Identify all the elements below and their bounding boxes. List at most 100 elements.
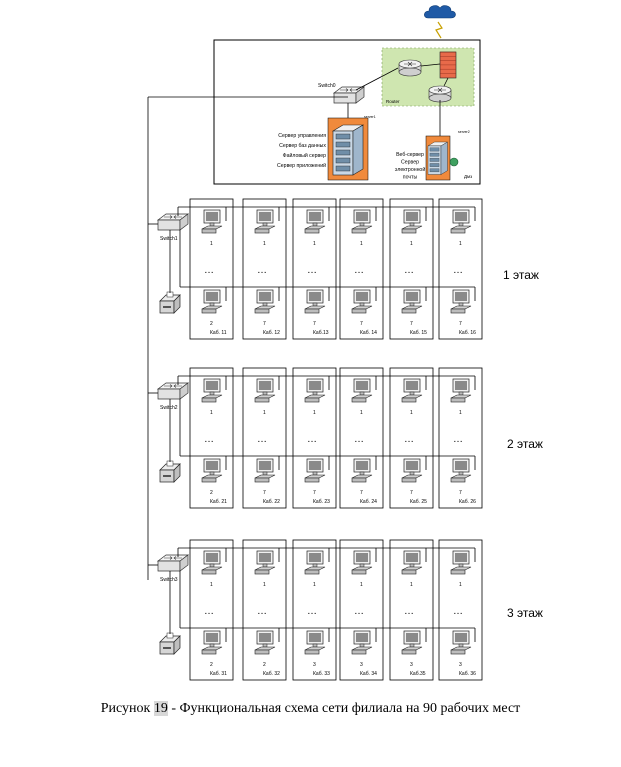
keyboard bbox=[401, 305, 423, 310]
switch-arrows-icon bbox=[340, 88, 358, 92]
switch-arrows-icon bbox=[164, 384, 182, 388]
room-bottom-count: 3 bbox=[410, 662, 413, 668]
system-unit bbox=[450, 569, 466, 575]
monitor-screen bbox=[455, 292, 467, 301]
monitor-stand bbox=[359, 563, 365, 568]
monitor-stand bbox=[409, 563, 415, 568]
system-unit bbox=[351, 569, 367, 575]
system-unit bbox=[450, 308, 466, 314]
system-unit bbox=[304, 569, 320, 575]
room-top-count: 1 bbox=[410, 582, 413, 588]
room-name: Каб. 23 bbox=[313, 499, 330, 505]
caption-text: - Функциональная схема сети филиала на 9… bbox=[167, 701, 521, 716]
room-box bbox=[339, 539, 384, 681]
monitor-screen bbox=[309, 553, 321, 562]
keyboard bbox=[201, 474, 223, 479]
dmz-label: Дмз bbox=[464, 174, 472, 179]
room-bottom-count: 7 bbox=[263, 490, 266, 496]
monitor-screen bbox=[309, 381, 321, 390]
room-box bbox=[389, 367, 434, 509]
room-name: Каб. 26 bbox=[459, 499, 476, 505]
workstation-icon bbox=[254, 378, 276, 403]
switch-label: Switch1 bbox=[160, 236, 178, 242]
switch-side bbox=[179, 554, 189, 572]
monitor-stand bbox=[262, 222, 268, 227]
workstation-icon bbox=[254, 630, 276, 655]
workstation-icon bbox=[201, 630, 223, 655]
monitor-screen bbox=[206, 553, 218, 562]
system-unit bbox=[254, 397, 270, 403]
switch-side bbox=[355, 86, 365, 104]
monitor-screen bbox=[406, 212, 418, 221]
monitor-stand bbox=[312, 302, 318, 307]
workstation-icon bbox=[351, 550, 373, 575]
room-top-count: 1 bbox=[360, 241, 363, 247]
room-bottom-count: 2 bbox=[210, 321, 213, 327]
server-room-frame bbox=[213, 39, 481, 185]
room-box bbox=[292, 198, 337, 340]
router-arrows-icon bbox=[434, 87, 446, 93]
dots-label: … bbox=[404, 265, 414, 276]
workstation-icon bbox=[254, 209, 276, 234]
system-unit bbox=[304, 477, 320, 483]
keyboard bbox=[401, 646, 423, 651]
monitor-stand bbox=[359, 643, 365, 648]
switch0-icon bbox=[332, 86, 366, 104]
monitor-stand bbox=[359, 302, 365, 307]
system-unit bbox=[351, 228, 367, 234]
system-unit bbox=[304, 649, 320, 655]
router-bottom bbox=[398, 67, 422, 77]
workstation-icon bbox=[254, 550, 276, 575]
keyboard bbox=[254, 305, 276, 310]
switch0-label: Switch0 bbox=[318, 83, 336, 89]
room-top-count: 1 bbox=[263, 241, 266, 247]
monitor-screen bbox=[356, 461, 368, 470]
workstation-icon bbox=[304, 550, 326, 575]
room-top-count: 1 bbox=[459, 410, 462, 416]
monitor-screen bbox=[259, 461, 271, 470]
workstation-icon bbox=[401, 378, 423, 403]
server-unit bbox=[429, 147, 440, 152]
monitor-screen bbox=[455, 381, 467, 390]
monitor-stand bbox=[359, 222, 365, 227]
keyboard bbox=[254, 394, 276, 399]
monitor-screen bbox=[406, 461, 418, 470]
room-name: Каб. 32 bbox=[263, 671, 280, 677]
printer-side bbox=[173, 463, 181, 483]
workstation-icon bbox=[351, 630, 373, 655]
room-name: Каб.35 bbox=[410, 671, 426, 677]
keyboard bbox=[201, 566, 223, 571]
switch1-icon bbox=[156, 213, 190, 231]
keyboard bbox=[304, 225, 326, 230]
keyboard bbox=[401, 225, 423, 230]
system-unit bbox=[201, 569, 217, 575]
room-bottom-count: 2 bbox=[210, 490, 213, 496]
system-unit bbox=[201, 228, 217, 234]
room-name: Каб. 12 bbox=[263, 330, 280, 336]
system-unit bbox=[401, 649, 417, 655]
web-server-line: электронной bbox=[395, 166, 426, 173]
switch-arrows-icon bbox=[164, 215, 182, 219]
system-unit bbox=[351, 397, 367, 403]
workstation-icon bbox=[351, 209, 373, 234]
switch2-icon bbox=[156, 382, 190, 400]
room-bottom-count: 7 bbox=[313, 321, 316, 327]
keyboard bbox=[201, 394, 223, 399]
switch-side bbox=[179, 213, 189, 231]
monitor-stand bbox=[359, 391, 365, 396]
cloud-shape bbox=[424, 5, 456, 19]
server-stack-icon bbox=[331, 124, 365, 176]
room-name: Каб. 15 bbox=[410, 330, 427, 336]
workstation-icon bbox=[254, 458, 276, 483]
monitor-stand bbox=[458, 643, 464, 648]
monitor-stand bbox=[262, 563, 268, 568]
monitor-stand bbox=[312, 222, 318, 227]
room-name: Каб.13 bbox=[313, 330, 329, 336]
room-bottom-count: 7 bbox=[360, 490, 363, 496]
switch-label: Switch2 bbox=[160, 405, 178, 411]
server-unit bbox=[335, 165, 351, 172]
internet-cloud-icon bbox=[424, 5, 456, 19]
system-unit bbox=[201, 397, 217, 403]
room-top-count: 1 bbox=[360, 582, 363, 588]
server-unit bbox=[335, 149, 351, 156]
